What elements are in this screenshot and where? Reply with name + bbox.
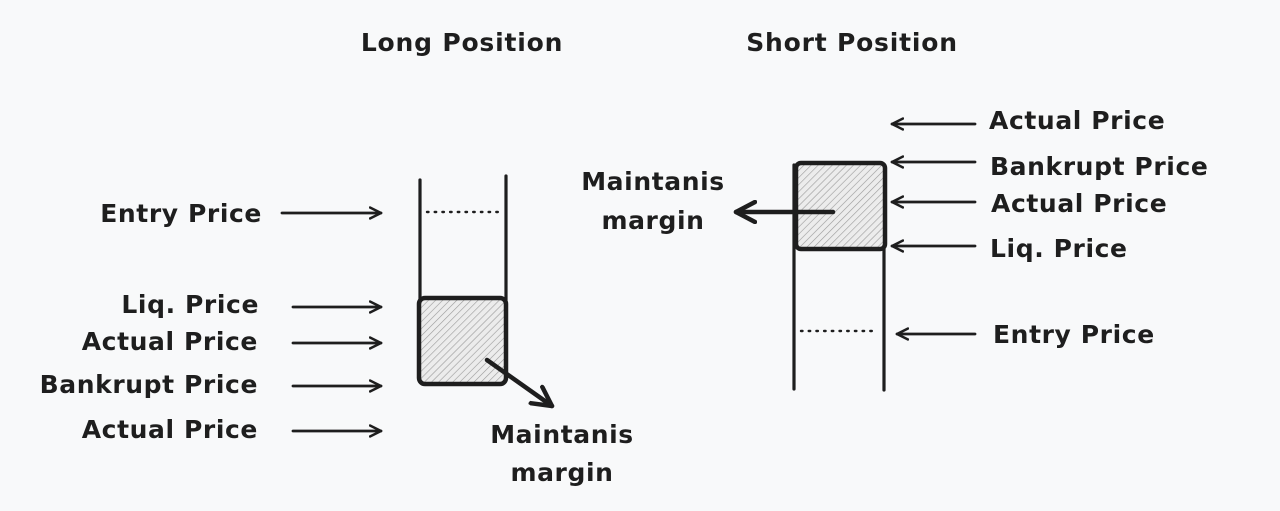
short-label-bankrupt-price: Bankrupt Price — [990, 152, 1208, 181]
short-position-title: Short Position — [746, 28, 958, 57]
short-label-liq-price: Liq. Price — [990, 234, 1128, 263]
short-margin-box — [793, 160, 888, 252]
long-label-bankrupt-price: Bankrupt Price — [40, 370, 258, 399]
long-margin-arrow-icon — [484, 357, 555, 409]
short-label-actual-price-1: Actual Price — [989, 106, 1165, 135]
short-label-entry-price: Entry Price — [993, 320, 1155, 349]
long-label-entry-price: Entry Price — [100, 199, 262, 228]
long-label-actual-price-1: Actual Price — [82, 327, 258, 356]
long-margin-box — [416, 295, 509, 387]
long-label-liq-price: Liq. Price — [121, 290, 259, 319]
short-margin-label-line-2: margin — [601, 206, 704, 235]
long-label-actual-price-2: Actual Price — [82, 415, 258, 444]
long-margin-label-line-2: margin — [510, 458, 613, 487]
long-position-panel: Long Position Entry Price Liq. Price Act… — [40, 28, 634, 487]
short-label-actual-price-2: Actual Price — [991, 189, 1167, 218]
long-position-title: Long Position — [361, 28, 563, 57]
short-position-panel: Short Position Actual Price Bankrupt Pri… — [581, 28, 1208, 392]
long-margin-label-line-1: Maintanis — [490, 420, 634, 449]
short-margin-label-line-1: Maintanis — [581, 167, 725, 196]
